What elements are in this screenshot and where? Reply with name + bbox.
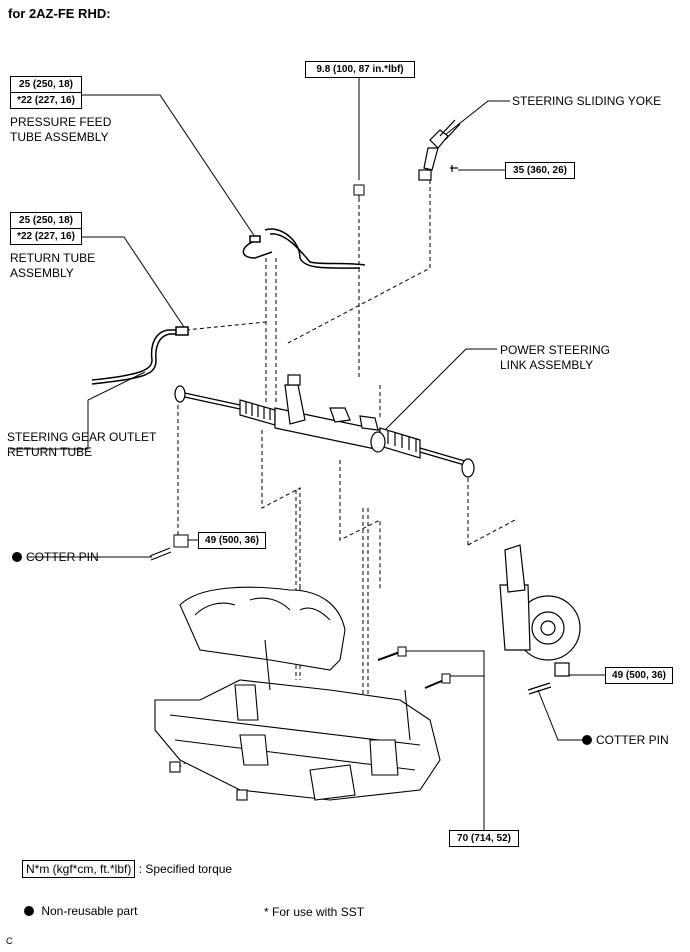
- label-line: STEERING GEAR OUTLET: [7, 430, 157, 444]
- return-tube: [91, 326, 189, 385]
- non-reusable-dot-icon: [24, 906, 34, 916]
- steering-knuckle-brake: [499, 544, 581, 695]
- label-line: POWER STEERING: [500, 343, 611, 357]
- pressure-feed-tube: [242, 228, 366, 269]
- label-text: COTTER PIN: [26, 550, 99, 564]
- legend-text: : Specified torque: [138, 862, 233, 876]
- torque-value: 25 (250, 18): [19, 79, 73, 90]
- label-line: PRESSURE FEED: [10, 115, 112, 129]
- torque-yoke-bolt: 35 (360, 26): [505, 162, 575, 179]
- torque-top-bolt: 9.8 (100, 87 in.*lbf): [305, 61, 415, 78]
- torque-return-tube: 25 (250, 18) *22 (227, 16): [10, 212, 82, 245]
- label-pressure-feed: PRESSURE FEED TUBE ASSEMBLY: [10, 115, 111, 145]
- legend-text: Non-reusable part: [41, 904, 138, 918]
- page-title: for 2AZ-FE RHD:: [8, 6, 111, 21]
- sliding-yoke: [418, 119, 461, 181]
- label-link-assembly: POWER STEERING LINK ASSEMBLY: [500, 343, 610, 373]
- torque-tie-rod-left: 49 (500, 36): [198, 532, 266, 549]
- torque-tie-rod-right: 49 (500, 36): [605, 667, 673, 684]
- illustration-code: C: [6, 936, 13, 946]
- label-line: RETURN TUBE: [10, 251, 96, 265]
- leader-lines: [10, 77, 605, 830]
- label-return-tube: RETURN TUBE ASSEMBLY: [10, 251, 95, 281]
- torque-value-sst: *22 (227, 16): [11, 228, 81, 244]
- label-sliding-yoke: STEERING SLIDING YOKE: [512, 94, 662, 108]
- label-line: RETURN TUBE: [7, 445, 93, 459]
- left-castle-nut-and-cotter-pin: [149, 534, 189, 561]
- legend-sst-note: * For use with SST: [264, 905, 365, 919]
- label-text: COTTER PIN: [596, 733, 669, 747]
- torque-pressure-feed: 25 (250, 18) *22 (227, 16): [10, 76, 82, 109]
- torque-crossmember: 70 (714, 52): [449, 830, 519, 847]
- torque-value: 25 (250, 18): [19, 215, 73, 226]
- label-cotter-pin-right: COTTER PIN: [582, 733, 669, 748]
- top-bolt: [353, 184, 365, 200]
- non-reusable-dot-icon: [12, 552, 22, 562]
- label-line: LINK ASSEMBLY: [500, 358, 594, 372]
- torque-value-sst: *22 (227, 16): [11, 92, 81, 108]
- non-reusable-dot-icon: [582, 735, 592, 745]
- label-line: TUBE ASSEMBLY: [10, 130, 109, 144]
- label-cotter-pin-left: COTTER PIN: [12, 550, 99, 565]
- label-outlet-return-tube: STEERING GEAR OUTLET RETURN TUBE: [7, 430, 156, 460]
- steering-rack: [174, 374, 475, 478]
- engine-and-subframe: [154, 586, 441, 801]
- legend-unit-box: N*m (kgf*cm, ft.*lbf): [22, 860, 136, 878]
- crossmember-bolts: [377, 646, 451, 689]
- legend-non-reusable: Non-reusable part: [24, 904, 137, 919]
- legend-specified-torque: N*m (kgf*cm, ft.*lbf) : Specified torque: [22, 860, 233, 878]
- label-line: ASSEMBLY: [10, 266, 74, 280]
